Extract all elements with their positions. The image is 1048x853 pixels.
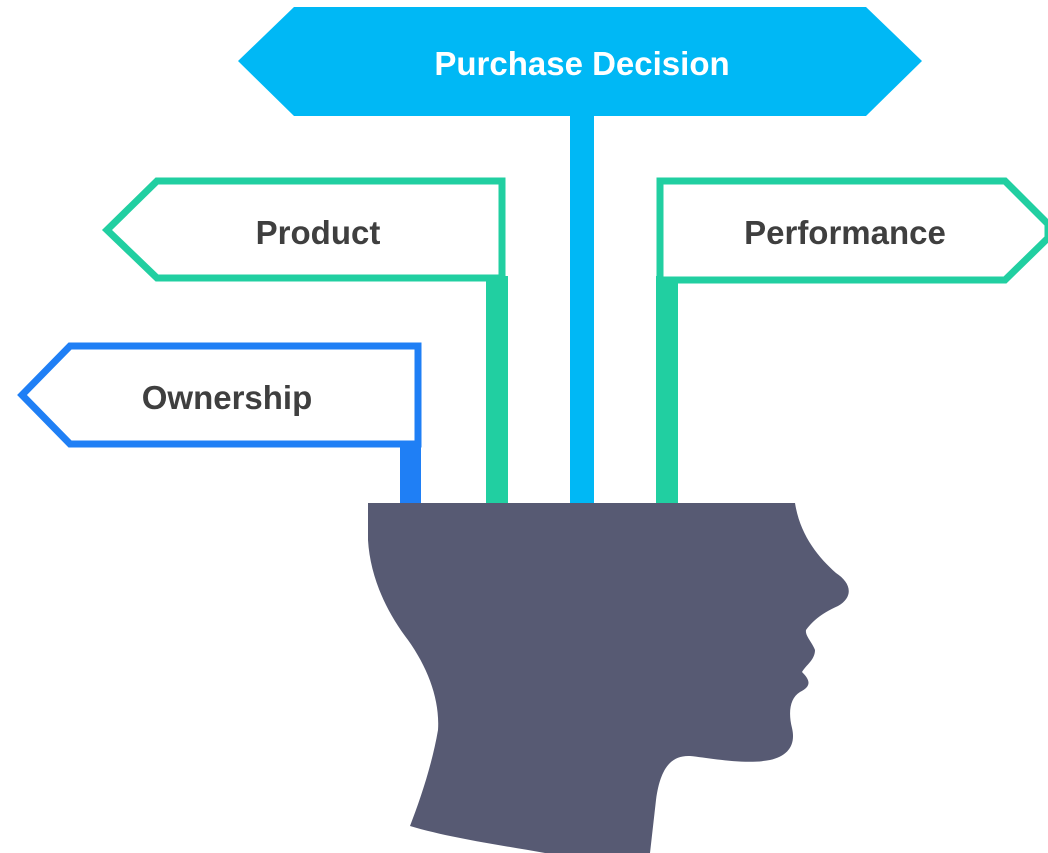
sign-ownership-label: Ownership — [142, 379, 313, 416]
sign-purchase-decision-label: Purchase Decision — [434, 45, 729, 82]
sign-ownership — [17, 342, 422, 448]
post-product — [486, 276, 508, 507]
post-purchase-decision — [570, 115, 594, 507]
sign-performance — [656, 177, 1048, 284]
sign-product-label: Product — [256, 214, 381, 251]
post-ownership — [400, 440, 421, 507]
sign-performance-label: Performance — [744, 214, 946, 251]
sign-purchase-decision — [238, 7, 922, 116]
post-performance — [656, 276, 678, 507]
head-silhouette — [368, 503, 849, 853]
sign-product — [101, 177, 506, 282]
